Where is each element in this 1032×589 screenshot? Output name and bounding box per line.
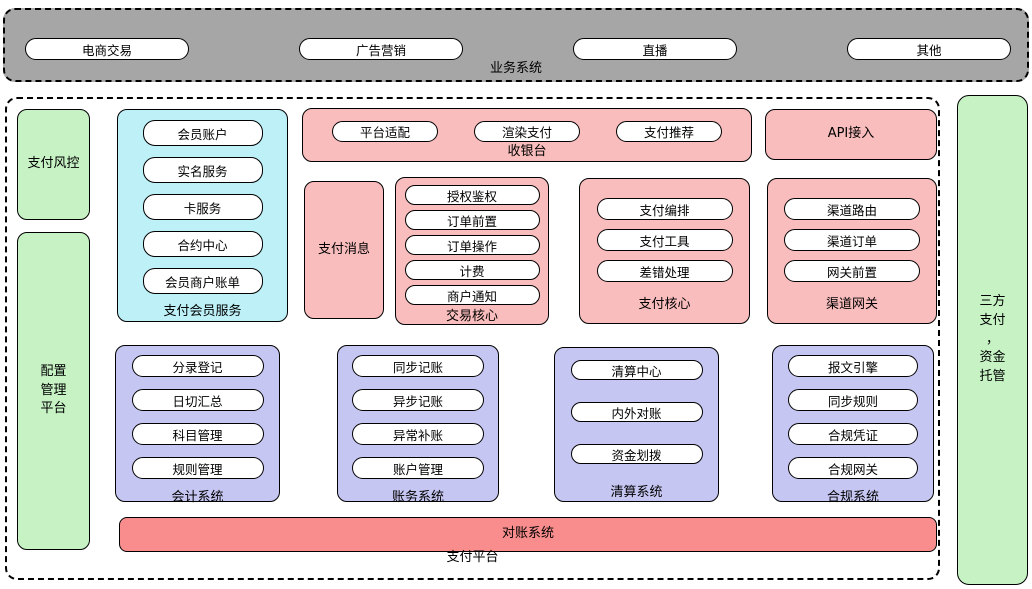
node-pill: 同步记账	[352, 355, 484, 377]
group-label: 账务系统	[391, 490, 444, 505]
node-pill: 渠道订单	[784, 229, 920, 251]
group-trade-core: 授权鉴权 订单前置 订单操作 计费 商户通知 交易核心	[395, 177, 549, 325]
node-pill: 其他	[847, 38, 1011, 60]
node-pill: 广告营销	[299, 38, 463, 60]
group-label: 支付会员服务	[163, 304, 242, 319]
node-pill: 同步规则	[788, 389, 918, 411]
node-pill: 资金划拨	[570, 444, 703, 464]
node-pill: 商户通知	[404, 285, 540, 305]
node-pill: 支付推荐	[616, 121, 722, 142]
group-label: 支付核心	[638, 297, 691, 312]
node-pill: 日切汇总	[131, 389, 264, 411]
node-pill: 直播	[573, 38, 737, 60]
group-member-service: 会员账户 实名服务 卡服务 合约中心 会员商户账单 支付会员服务	[117, 109, 288, 322]
business-system-label: 业务系统	[489, 61, 542, 76]
node-pill: 卡服务	[142, 194, 263, 220]
group-label: 清算系统	[610, 485, 663, 500]
node-pill: 订单操作	[404, 235, 540, 255]
node-pill: 支付工具	[596, 229, 733, 251]
cashier-row: 平台适配 渲染支付 支付推荐	[303, 121, 751, 142]
business-system-row: 电商交易 广告营销 直播 其他	[25, 38, 1011, 60]
node-pill: 内外对账	[570, 402, 703, 422]
group-label: 会计系统	[171, 490, 224, 505]
node-pill: 规则管理	[131, 457, 264, 479]
node-pill: 清算中心	[570, 360, 703, 380]
node-pill: 合约中心	[142, 231, 263, 257]
group-cashier: 平台适配 渲染支付 支付推荐 收银台	[302, 108, 752, 162]
group-third-party-custody: 三方 支付 ， 资金 托管	[957, 95, 1028, 585]
node-pill: 支付编排	[596, 198, 733, 220]
group-label: 交易核心	[445, 309, 498, 324]
node-pill: 异常补账	[352, 423, 484, 445]
node-pill: 会员账户	[142, 120, 263, 146]
node-pill: 会员商户账单	[142, 268, 263, 294]
node-pill: 分录登记	[131, 355, 264, 377]
node-pill: 实名服务	[142, 157, 263, 183]
group-reconciliation-system: 对账系统	[119, 517, 937, 552]
node-pill: 差错处理	[596, 260, 733, 282]
group-payment-message: 支付消息	[304, 181, 384, 319]
group-bookkeeping-system: 同步记账 异步记账 异常补账 账户管理 账务系统	[337, 345, 499, 505]
node-pill: 授权鉴权	[404, 185, 540, 205]
node-pill: 科目管理	[131, 423, 264, 445]
node-pill: 订单前置	[404, 210, 540, 230]
group-config-platform: 配置 管理 平台	[17, 232, 90, 550]
group-label: 渠道网关	[825, 297, 878, 312]
node-pill: 合规网关	[788, 457, 918, 479]
group-risk-control: 支付风控	[17, 109, 90, 220]
group-compliance-system: 报文引擎 同步规则 合规凭证 合规网关 合规系统	[772, 345, 934, 505]
node-pill: 合规凭证	[788, 423, 918, 445]
payment-platform-label: 支付平台	[446, 550, 499, 565]
group-pay-core: 支付编排 支付工具 差错处理 支付核心	[579, 178, 750, 324]
node-pill: 平台适配	[332, 121, 438, 142]
group-accounting-system: 分录登记 日切汇总 科目管理 规则管理 会计系统	[115, 345, 280, 505]
node-pill: 渠道路由	[784, 198, 920, 220]
node-pill: 账户管理	[352, 457, 484, 479]
payment-platform-box: 支付风控 配置 管理 平台 会员账户 实名服务 卡服务 合约中心 会员商户账单 …	[5, 97, 940, 580]
node-pill: 网关前置	[784, 260, 920, 282]
group-label: 合规系统	[826, 490, 879, 505]
node-pill: 计费	[404, 260, 540, 280]
node-pill: 报文引擎	[788, 355, 918, 377]
business-system-box: 电商交易 广告营销 直播 其他 业务系统	[3, 8, 1029, 82]
node-pill: 电商交易	[25, 38, 189, 60]
node-pill: 渲染支付	[474, 121, 580, 142]
group-clearing-system: 清算中心 内外对账 资金划拨 清算系统	[554, 347, 719, 502]
group-label: 收银台	[507, 144, 547, 159]
group-api-access: API接入	[765, 109, 937, 160]
group-channel-gateway: 渠道路由 渠道订单 网关前置 渠道网关	[767, 178, 937, 324]
node-pill: 异步记账	[352, 389, 484, 411]
